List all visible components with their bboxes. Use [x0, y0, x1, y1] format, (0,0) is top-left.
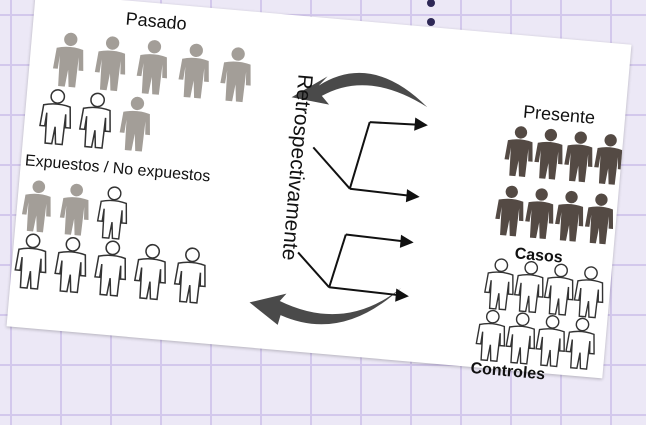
upper-curved-arrow	[291, 73, 428, 108]
gray-person-icon	[21, 180, 51, 233]
lower-zigzag-arrows	[297, 233, 414, 302]
upper-zigzag-arrows	[312, 117, 428, 203]
white-person-icon	[484, 258, 514, 311]
gray-person-icon	[59, 183, 89, 236]
gray-person-icon	[119, 96, 150, 152]
white-person-icon	[573, 266, 604, 319]
white-person-icon	[54, 236, 87, 294]
white-person-icon	[173, 247, 206, 304]
white-person-icon	[94, 240, 127, 297]
dark-person-icon	[534, 128, 563, 180]
white-person-icon	[96, 186, 128, 240]
gray-person-icon	[136, 40, 167, 95]
white-person-icon	[543, 263, 574, 316]
dark-person-icon	[525, 188, 554, 240]
white-person-icon	[513, 260, 544, 314]
white-person-icon	[475, 309, 506, 362]
white-person-icon	[14, 233, 47, 290]
white-person-icon	[565, 317, 595, 370]
diagram-canvas	[14, 32, 623, 370]
dark-person-icon	[504, 126, 533, 177]
dark-person-icon	[564, 131, 593, 183]
white-person-icon	[78, 92, 111, 149]
gray-person-icon	[94, 36, 126, 92]
dark-person-icon	[594, 134, 623, 185]
white-person-icon	[39, 89, 72, 146]
lower-curved-arrow	[249, 287, 402, 325]
gray-person-icon	[220, 47, 251, 103]
dark-person-icon	[495, 185, 524, 237]
dark-person-icon	[584, 193, 614, 245]
gray-person-icon	[52, 32, 84, 88]
white-person-icon	[535, 315, 565, 368]
dark-person-icon	[555, 190, 584, 242]
gray-person-icon	[178, 43, 209, 99]
retrospective-diagram-card: Pasado Expuestos / No expuestos Presente…	[6, 0, 632, 383]
white-person-icon	[505, 312, 535, 365]
white-person-icon	[133, 243, 166, 301]
